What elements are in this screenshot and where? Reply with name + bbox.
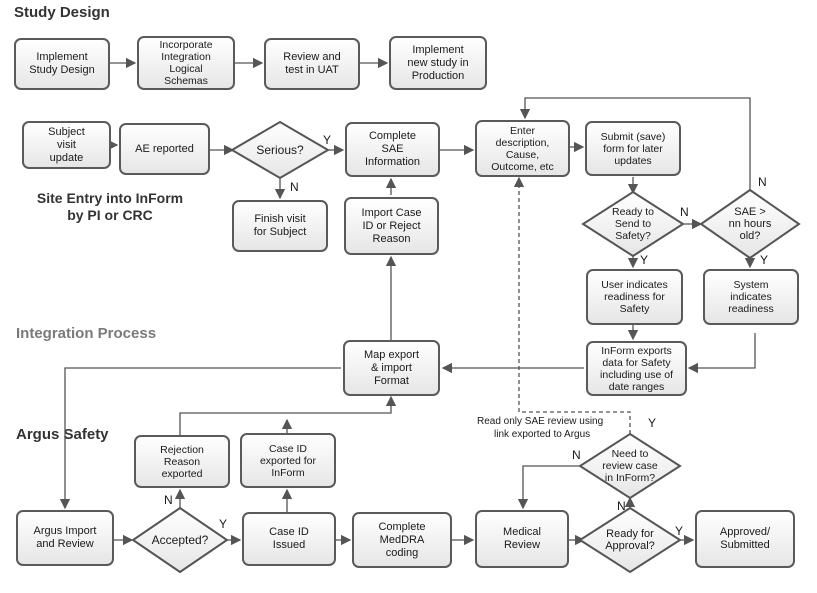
sae-hours-diamond: [699, 188, 801, 260]
ready-approval-yes-label: Y: [675, 524, 684, 538]
node-label: Map export & import Format: [363, 348, 420, 387]
argus-import-box: Argus Import and Review: [16, 510, 114, 566]
ae-reported-box: AE reported: [119, 123, 210, 175]
ready-safety-no-label: N: [680, 205, 689, 219]
connector: [517, 465, 585, 510]
node-label: InForm exports data for Safety including…: [600, 344, 673, 393]
need-review-no-label: N: [572, 448, 581, 462]
node-label: Approved/ Submitted: [719, 526, 771, 551]
complete-meddra-box: Complete MedDRA coding: [352, 512, 452, 568]
node-label: Argus Import and Review: [33, 525, 97, 550]
user-indicates-box: User indicates readiness for Safety: [586, 269, 683, 325]
node-label: SAE > nn hours old?: [728, 206, 772, 242]
node-label: Finish visit for Subject: [253, 213, 307, 238]
node-label: Complete MedDRA coding: [378, 520, 426, 559]
node-label: Implement new study in Production: [407, 43, 469, 82]
accepted-no-label: N: [164, 493, 173, 507]
node-label: Medical Review: [503, 526, 541, 551]
node-label: User indicates readiness for Safety: [601, 279, 668, 315]
implement-study-design-box: Implement Study Design: [14, 38, 110, 90]
sae-hours-label: SAE > nn hours old?: [705, 199, 795, 249]
serious-yes-label: Y: [323, 133, 332, 147]
complete-sae-box: Complete SAE Information: [345, 122, 440, 177]
node-label: Case ID Issued: [269, 526, 309, 551]
accepted-yes-label: Y: [219, 517, 228, 531]
enter-description-box: Enter description, Cause, Outcome, etc: [475, 120, 570, 177]
node-label: Subject visit update: [48, 125, 85, 164]
connector: [687, 333, 756, 374]
node-label: Rejection Reason exported: [160, 443, 204, 480]
ready-approval-diamond: [578, 506, 682, 574]
connector: [179, 395, 397, 435]
accepted-diamond: [131, 506, 229, 574]
read-only-note-line2: link exported to Argus: [494, 429, 591, 440]
serious-diamond: [230, 120, 330, 180]
ready-approval-label: Ready for Approval?: [585, 515, 675, 565]
map-export-box: Map export & import Format: [343, 340, 440, 396]
review-uat-box: Review and test in UAT: [264, 38, 360, 90]
system-indicates-box: System indicates readiness: [703, 269, 799, 325]
node-label: Ready for Approval?: [605, 528, 655, 552]
node-label: Serious?: [256, 143, 304, 157]
need-review-label: Need to review case in InForm?: [585, 441, 675, 491]
finish-visit-box: Finish visit for Subject: [232, 200, 328, 252]
node-label: Import Case ID or Reject Reason: [361, 206, 422, 245]
node-label: AE reported: [135, 142, 194, 155]
node-label: Implement Study Design: [29, 51, 95, 76]
rejection-reason-box: Rejection Reason exported: [134, 435, 230, 488]
sae-hours-no-label: N: [758, 175, 767, 189]
node-label: System indicates readiness: [728, 279, 774, 315]
section-study-design: Study Design: [14, 4, 110, 21]
node-label: Review and test in UAT: [283, 51, 341, 76]
incorporate-schemas-box: Incorporate Integration Logical Schemas: [137, 36, 235, 90]
read-only-note-line1: Read only SAE review using: [477, 416, 604, 427]
node-label: Case ID exported for InForm: [259, 442, 317, 479]
import-case-box: Import Case ID or Reject Reason: [344, 197, 439, 255]
submit-save-box: Submit (save) form for later updates: [585, 121, 681, 176]
accepted-label: Accepted?: [135, 515, 225, 565]
ready-approval-no-label: N: [617, 499, 626, 513]
node-label: Ready to Send to Safety?: [611, 206, 655, 242]
serious-label: Serious?: [235, 125, 325, 175]
node-label: Enter description, Cause, Outcome, etc: [491, 124, 554, 173]
sae-hours-yes-label: Y: [760, 253, 769, 267]
node-label: Accepted?: [151, 533, 209, 547]
ready-safety-label: Ready to Send to Safety?: [588, 199, 678, 249]
section-site-entry: Site Entry into InForm by PI or CRC: [36, 190, 184, 223]
medical-review-box: Medical Review: [475, 510, 569, 568]
implement-production-box: Implement new study in Production: [389, 36, 487, 90]
node-label: Submit (save) form for later updates: [600, 130, 666, 167]
ready-safety-yes-label: Y: [640, 253, 649, 267]
inform-exports-box: InForm exports data for Safety including…: [586, 341, 687, 396]
node-label: Complete SAE Information: [364, 130, 421, 168]
ready-safety-diamond: [581, 190, 685, 258]
section-argus-safety: Argus Safety: [16, 426, 109, 443]
need-review-diamond: [578, 432, 682, 500]
loop-connector: [519, 97, 751, 190]
approved-submitted-box: Approved/ Submitted: [695, 510, 795, 568]
case-id-exported-box: Case ID exported for InForm: [240, 433, 336, 488]
subject-visit-update-box: Subject visit update: [22, 121, 111, 169]
serious-no-label: N: [290, 180, 299, 194]
connector: [59, 367, 341, 510]
case-id-issued-box: Case ID Issued: [242, 512, 336, 566]
node-label: Need to review case in InForm?: [602, 448, 658, 484]
section-integration-process: Integration Process: [16, 325, 157, 342]
need-review-yes-label: Y: [648, 416, 657, 430]
dashed-review-link: [513, 176, 631, 434]
node-label: Incorporate Integration Logical Schemas: [159, 39, 213, 87]
